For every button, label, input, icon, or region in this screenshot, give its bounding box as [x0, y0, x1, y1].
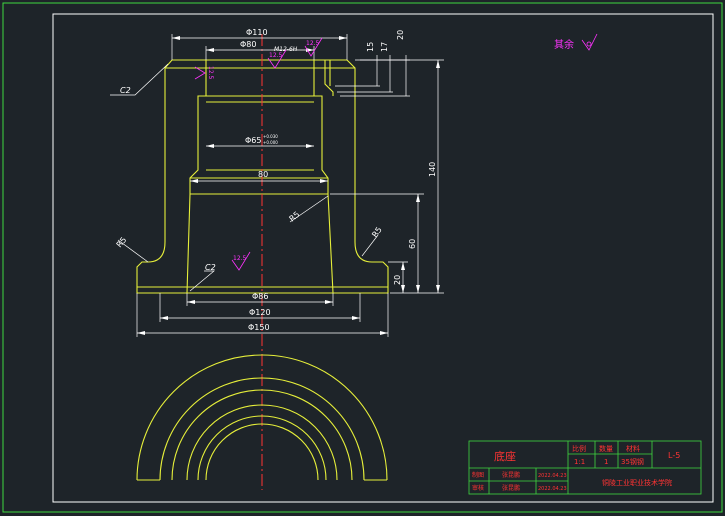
- dim-h15: 15: [366, 42, 375, 52]
- dim-h140: 140: [428, 162, 437, 177]
- rough-bottom-label: 12.5: [233, 255, 247, 262]
- dim-h17: 17: [380, 42, 389, 52]
- date-draw: 2022.04.23: [538, 473, 567, 479]
- row-draw-label: 制图: [472, 471, 484, 479]
- inner-profile-right: [313, 60, 334, 294]
- school-name: 铜陵工业职业技术学院: [602, 478, 672, 487]
- drawer-name: 张昆鹏: [502, 471, 520, 479]
- dim-h60: 60: [408, 239, 417, 249]
- dim-d65: Φ65: [245, 136, 261, 145]
- dim-h20-top: 20: [396, 30, 405, 40]
- rough-left-label: 12.5: [207, 66, 214, 80]
- dim-d80-top: Φ80: [240, 40, 256, 49]
- dim-d86: Φ86: [252, 292, 268, 301]
- dim-d150: Φ150: [248, 323, 270, 332]
- part-name: 底座: [494, 449, 516, 463]
- arrow-heads: [137, 36, 440, 335]
- date-check: 2022.04.23: [538, 486, 567, 492]
- leaders: [110, 63, 379, 292]
- inner-border: [52, 13, 714, 503]
- thread-hole: [324, 60, 334, 96]
- radius-mid-label: R5: [288, 210, 302, 224]
- material-value: 35钢钢: [621, 457, 644, 466]
- drawing-number: L-5: [668, 451, 680, 460]
- qty-value: 1: [604, 458, 608, 466]
- radius-right-label: R5: [370, 225, 383, 239]
- dim-d110: Φ110: [246, 28, 268, 37]
- header-qty: 数量: [599, 444, 613, 453]
- dim-d65-tol-up: +0.030: [263, 134, 278, 139]
- header-scale: 比例: [572, 444, 586, 453]
- radius-left-label: R5: [115, 235, 129, 249]
- title-block: [468, 440, 702, 495]
- header-material: 材料: [626, 444, 640, 453]
- dim-d65-tol-lo: +0.000: [263, 140, 278, 145]
- dim-thread: M12-6H: [274, 46, 298, 53]
- rough-thread-label: 12.5: [269, 52, 283, 59]
- scale-value: 1:1: [574, 458, 585, 466]
- rest-roughness-text: 其余: [554, 38, 574, 51]
- checker-name: 张昆鹏: [502, 484, 520, 492]
- chamfer-top-label: C2: [120, 86, 131, 95]
- dim-d120: Φ120: [249, 308, 271, 317]
- dim-w80: 80: [258, 170, 268, 179]
- dimension-lines: [136, 34, 444, 337]
- top-view: [136, 354, 388, 481]
- rough-top-label: 12.5: [306, 40, 320, 47]
- row-check-label: 审核: [472, 484, 484, 492]
- dim-h20-bot: 20: [393, 275, 402, 285]
- inner-profile: [186, 60, 207, 294]
- roughness-symbols: [194, 33, 598, 271]
- chamfer-bottom-label: C2: [205, 263, 216, 272]
